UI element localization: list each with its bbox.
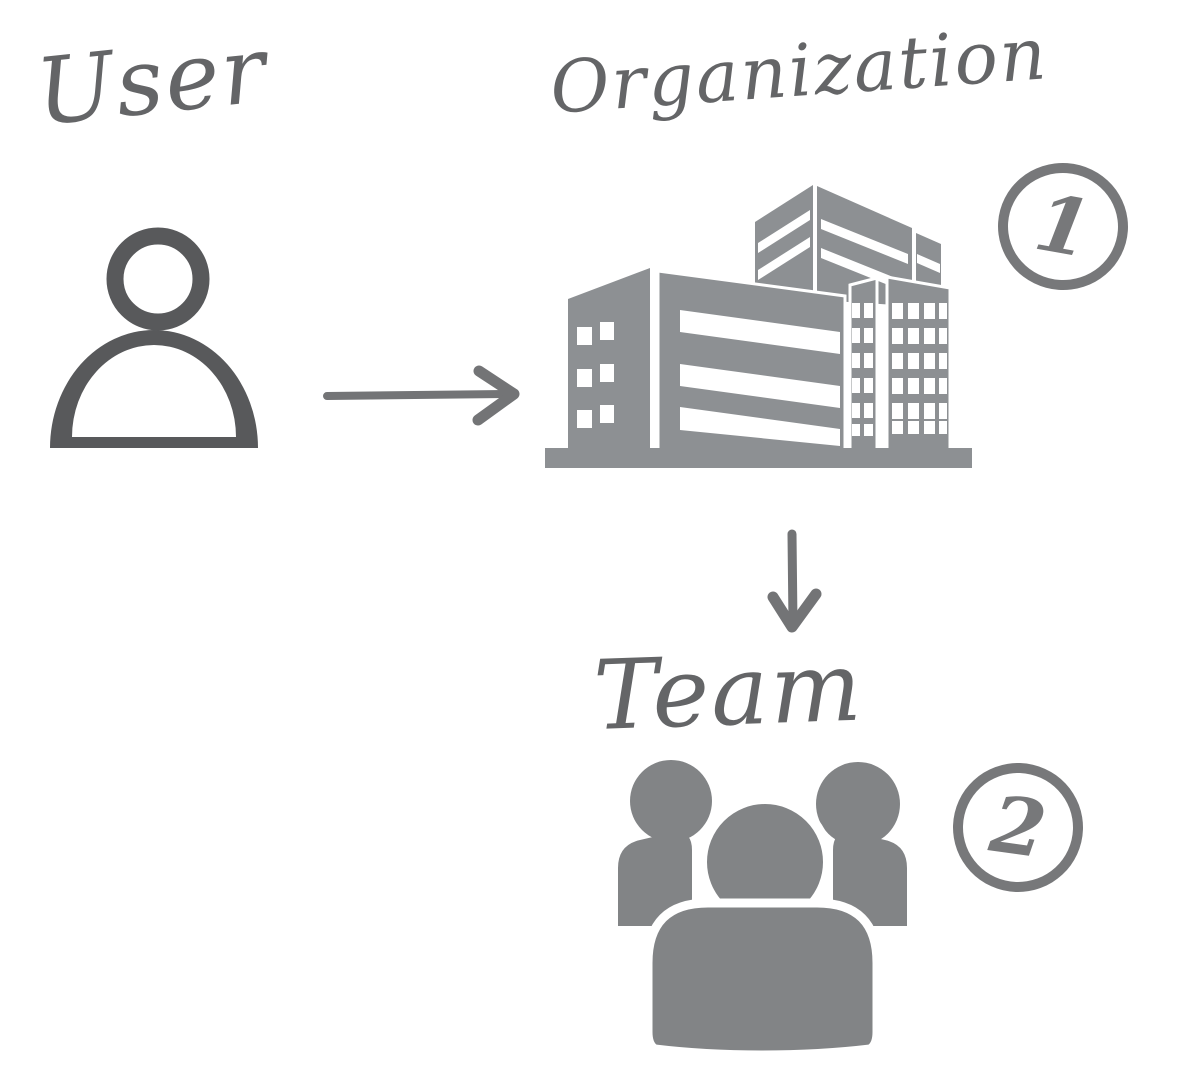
back-left-person-head [630,760,712,842]
step-1-number: 1 [1028,176,1098,277]
team-group-icon [618,760,907,1055]
user-label: User [31,15,273,147]
user-icon [50,227,258,448]
back-right-person-head [816,762,900,846]
step-1-badge: 1 [993,158,1133,295]
organization-label: Organization [547,11,1051,130]
team-label: Team [591,630,866,752]
step-2-number: 2 [984,778,1052,877]
step-2-badge: 2 [950,760,1086,895]
front-person-body [643,898,882,1055]
back-left-person-body [618,832,692,926]
arrow-down-icon [767,529,822,633]
organization-building-icon [545,185,972,468]
arrow-right-icon [323,365,520,426]
back-right-person-body [833,832,907,926]
building-base [545,448,972,468]
